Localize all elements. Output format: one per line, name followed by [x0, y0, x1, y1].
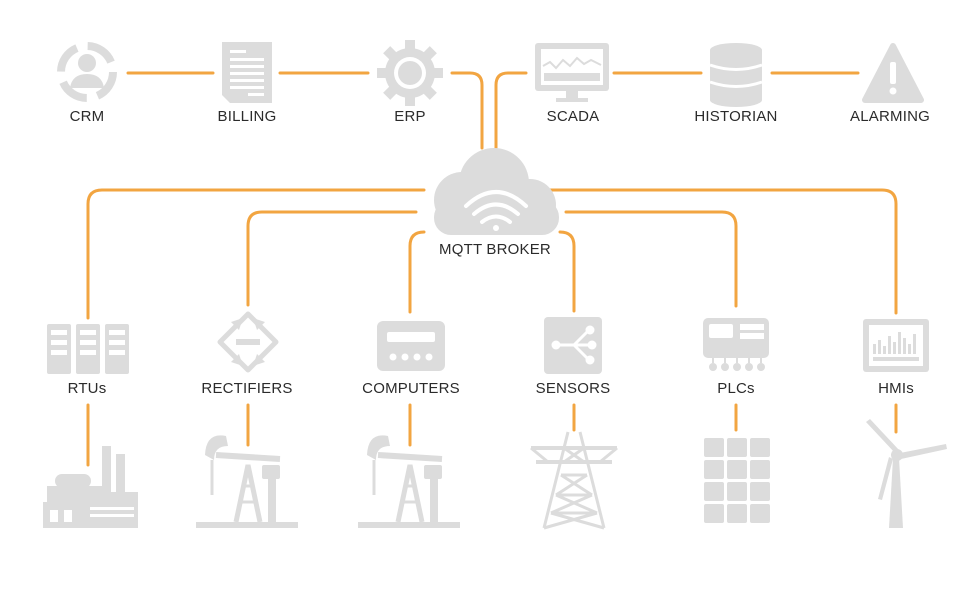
label-scada: SCADA	[546, 108, 600, 125]
connectors	[86, 71, 898, 467]
invoice-icon	[222, 42, 272, 103]
line-broker-rectifiers	[246, 210, 418, 307]
hmi-icon	[863, 319, 929, 372]
label-erp: ERP	[394, 108, 426, 125]
label-computers: COMPUTERS	[362, 380, 460, 397]
line-erp-broker	[450, 71, 484, 150]
line-broker-hmis	[546, 188, 898, 315]
label-alarming: ALARMING	[850, 108, 930, 125]
transmission-tower-icon	[530, 431, 618, 530]
cloud-wifi-icon	[434, 148, 559, 235]
label-mqtt-broker: MQTT BROKER	[439, 241, 551, 258]
pumpjack-icon	[196, 435, 298, 528]
wind-turbine-icon	[866, 419, 947, 528]
warning-icon	[862, 43, 924, 103]
line-broker-sensors	[558, 230, 576, 313]
rectifier-icon	[217, 311, 279, 373]
label-crm: CRM	[69, 108, 105, 125]
factory-icon	[43, 446, 138, 528]
database-icon	[709, 43, 763, 107]
rtu-rack-icon	[47, 324, 129, 374]
pumpjack-icon	[358, 435, 460, 528]
monitor-icon	[535, 43, 609, 102]
line-broker-rtus	[86, 188, 426, 320]
solar-panel-icon	[704, 438, 770, 523]
label-hmis: HMIs	[878, 380, 914, 397]
label-plcs: PLCs	[717, 380, 755, 397]
label-historian: HISTORIAN	[694, 108, 778, 125]
label-billing: BILLING	[217, 108, 277, 125]
user-cycle-icon	[57, 42, 117, 102]
line-broker-plcs	[564, 210, 738, 308]
label-sensors: SENSORS	[535, 380, 611, 397]
flow-computer-icon	[377, 321, 445, 371]
gear-icon	[377, 40, 443, 106]
sensor-icon	[544, 317, 602, 374]
line-broker-computers	[408, 230, 426, 314]
label-rtus: RTUs	[67, 380, 107, 397]
plc-icon	[703, 318, 769, 371]
line-scada-broker	[494, 71, 528, 150]
label-rectifiers: RECTIFIERS	[201, 380, 293, 397]
